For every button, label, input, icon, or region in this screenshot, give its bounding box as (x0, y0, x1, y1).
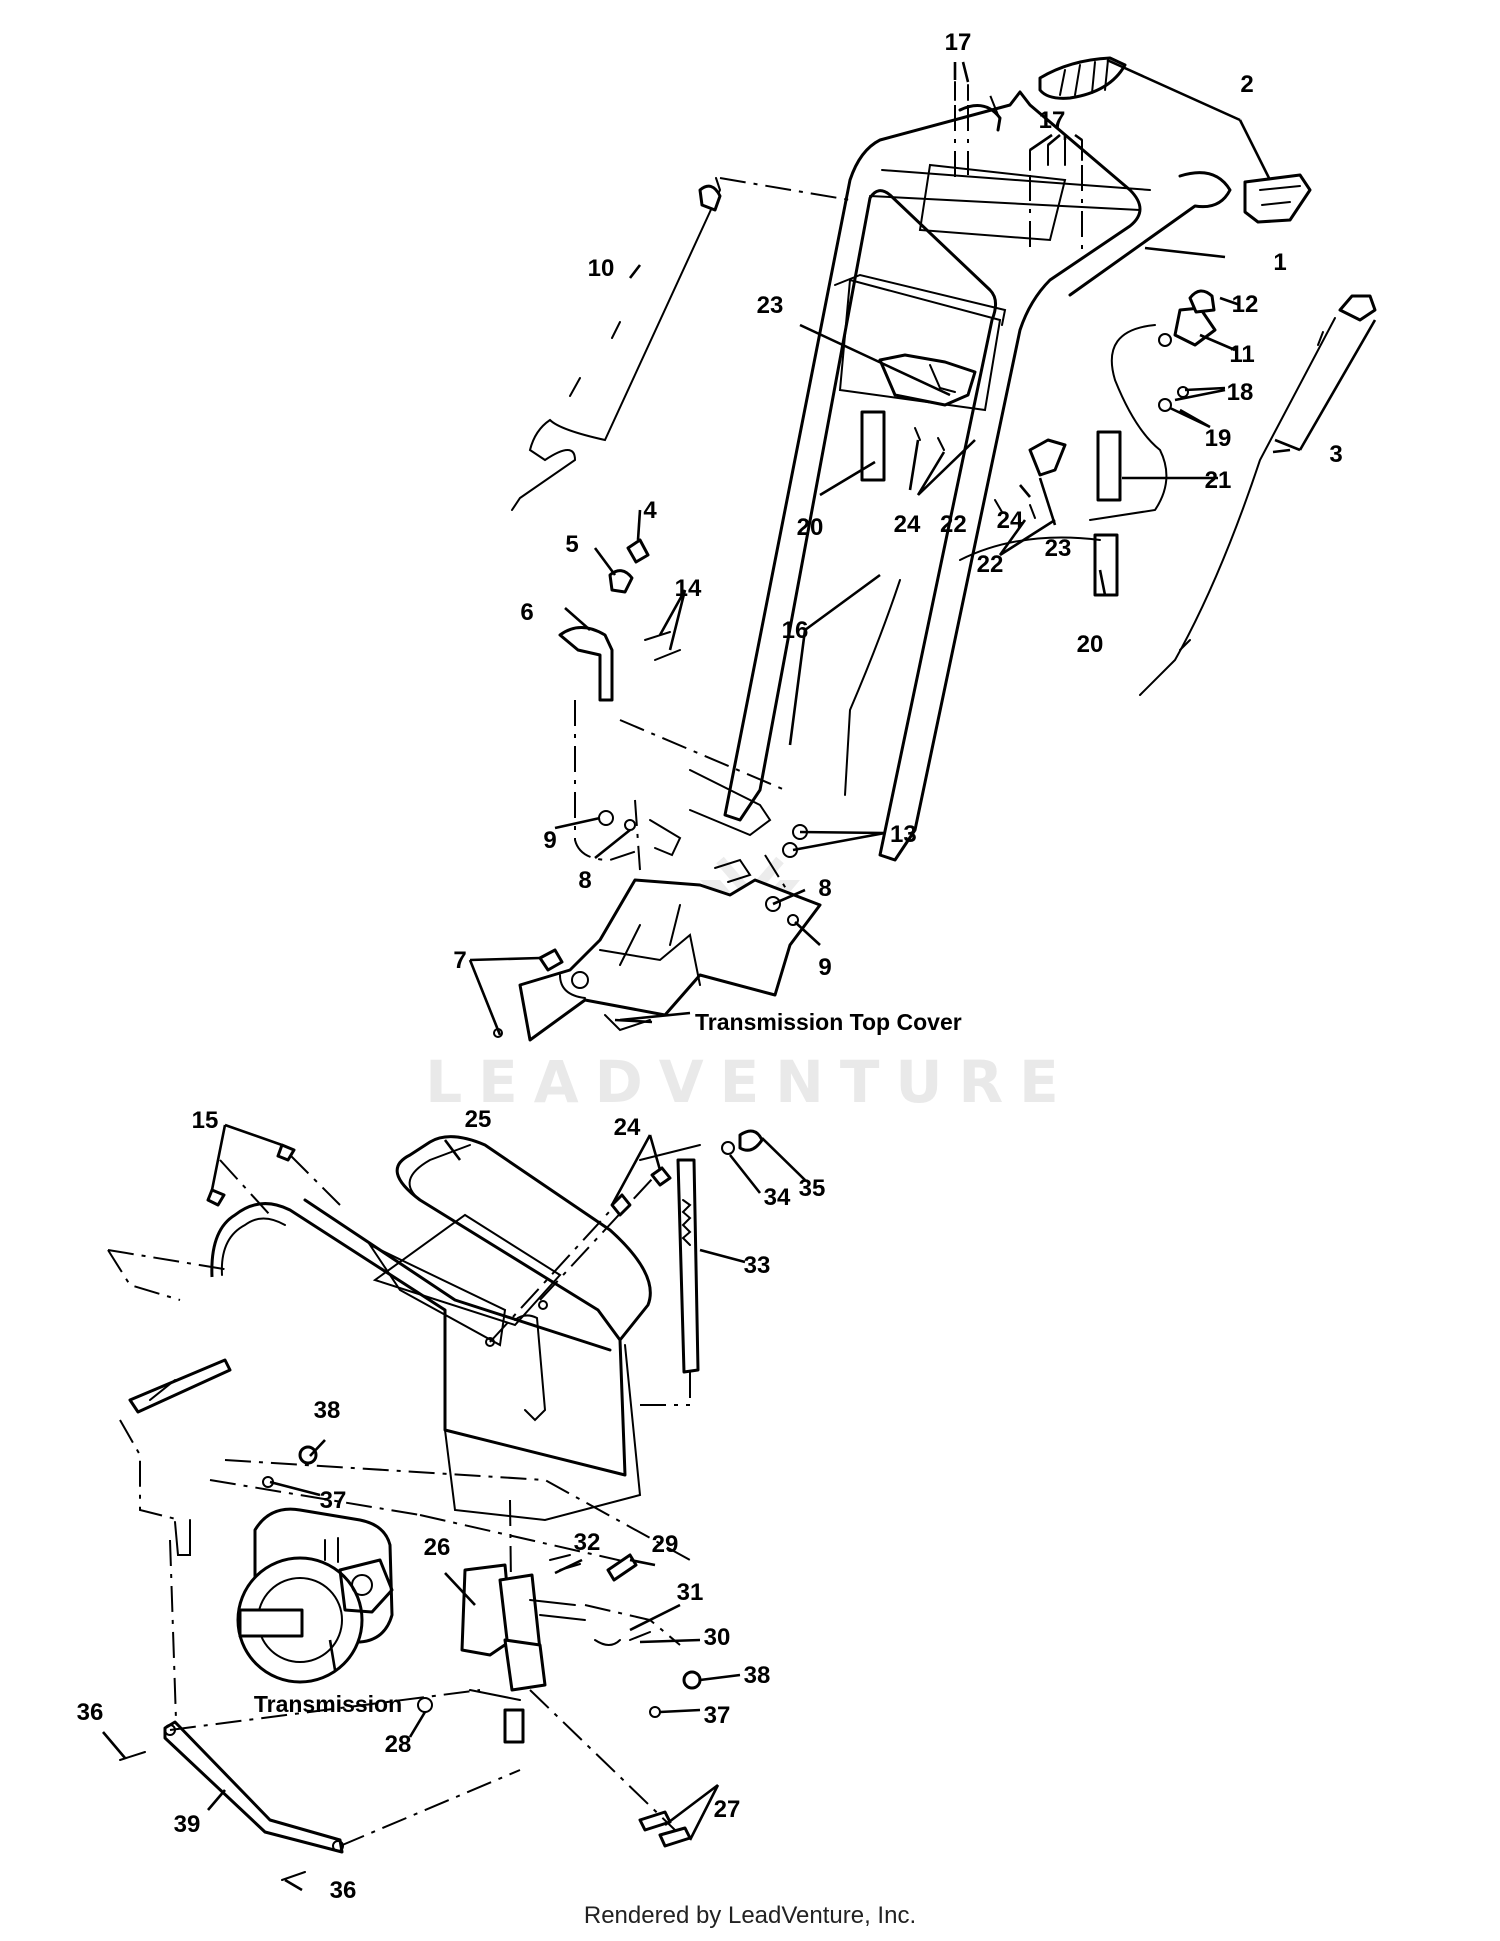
label-1: 1 (1273, 249, 1286, 276)
label-6: 6 (520, 599, 533, 626)
leader-lines (102, 58, 1377, 1892)
label-32: 32 (574, 1529, 601, 1556)
label-20a: 20 (797, 514, 824, 541)
label-3: 3 (1329, 441, 1342, 468)
footer-credit: Rendered by LeadVenture, Inc. (583, 1902, 917, 1929)
label-17b: 17 (1039, 107, 1066, 134)
label-2: 2 (1240, 71, 1253, 98)
label-9a: 9 (543, 827, 556, 854)
grip-upper (1038, 56, 1127, 100)
label-16: 16 (782, 617, 809, 644)
label-22b: 22 (977, 551, 1004, 578)
label-17a: 17 (945, 29, 972, 56)
transmission-top-cover (493, 810, 822, 1042)
callout-labels: 17 2 17 1 10 12 23 11 18 19 3 21 4 24 22… (77, 29, 1343, 1904)
label-23b: 23 (1045, 535, 1072, 562)
label-18: 18 (1227, 379, 1254, 406)
label-36a: 36 (77, 1699, 104, 1726)
tine-shield-assembly (107, 1129, 764, 1881)
label-25: 25 (465, 1106, 492, 1133)
label-12: 12 (1232, 291, 1259, 318)
label-30: 30 (704, 1624, 731, 1651)
label-5: 5 (565, 531, 578, 558)
label-38b: 38 (744, 1662, 771, 1689)
label-9b: 9 (818, 954, 831, 981)
label-23a: 23 (757, 292, 784, 319)
label-10: 10 (588, 255, 615, 282)
label-39: 39 (174, 1811, 201, 1838)
label-35: 35 (799, 1175, 826, 1202)
label-transmission: Transmission (254, 1691, 402, 1717)
label-24b: 24 (997, 507, 1024, 534)
label-31: 31 (677, 1579, 704, 1606)
label-22a: 22 (940, 511, 967, 538)
label-37a: 37 (320, 1487, 347, 1514)
label-4: 4 (643, 497, 657, 524)
label-33: 33 (744, 1252, 771, 1279)
label-29: 29 (652, 1531, 679, 1558)
label-38a: 38 (314, 1397, 341, 1424)
label-26: 26 (424, 1534, 451, 1561)
label-24a: 24 (894, 511, 921, 538)
label-34: 34 (764, 1184, 791, 1211)
label-37b: 37 (704, 1702, 731, 1729)
handle-frame (723, 90, 1142, 862)
label-36b: 36 (330, 1877, 357, 1904)
label-27: 27 (714, 1796, 741, 1823)
label-21: 21 (1205, 467, 1232, 494)
label-19: 19 (1205, 425, 1232, 452)
label-24c: 24 (614, 1114, 641, 1141)
label-11: 11 (1229, 341, 1254, 368)
label-28: 28 (385, 1731, 412, 1758)
label-7: 7 (453, 947, 466, 974)
label-8a: 8 (578, 867, 591, 894)
grip-lower (1243, 173, 1312, 224)
label-20b: 20 (1077, 631, 1104, 658)
label-transmission-top-cover: Transmission Top Cover (695, 1009, 962, 1035)
label-13: 13 (890, 821, 917, 848)
label-8b: 8 (818, 875, 831, 902)
label-15: 15 (192, 1107, 219, 1134)
watermark-text: LEADVENTURE (425, 1048, 1075, 1116)
handle-assembly (511, 56, 1377, 896)
label-14: 14 (675, 575, 702, 602)
tine-shield (210, 1135, 652, 1477)
